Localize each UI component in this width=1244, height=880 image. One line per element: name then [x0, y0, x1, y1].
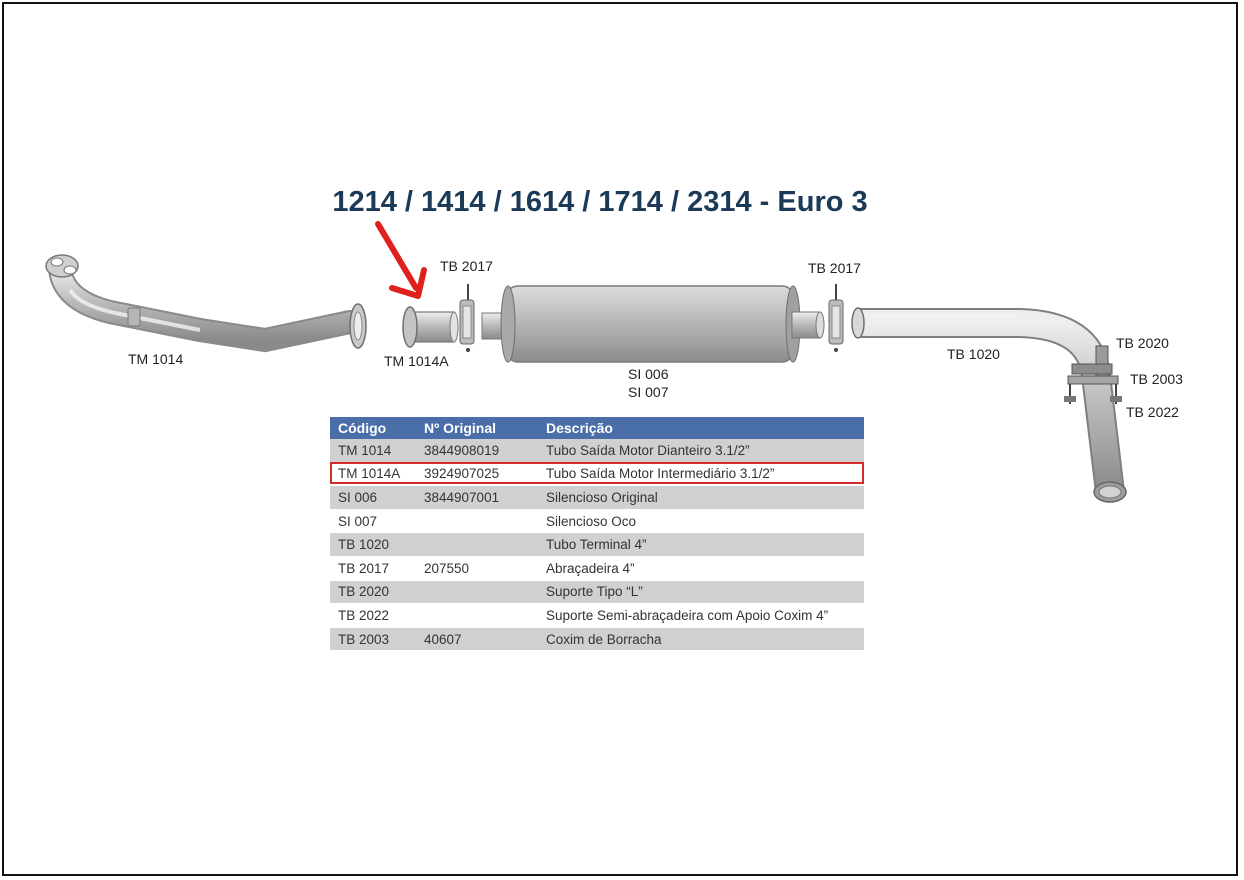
cell-numero [416, 509, 538, 534]
cell-numero: 40607 [416, 627, 538, 652]
part-si006-muffler [481, 285, 825, 363]
label-tm1014a: TM 1014A [384, 353, 449, 369]
cell-descricao: Abraçadeira 4” [538, 556, 864, 581]
part-tb2017-right [828, 284, 844, 352]
cell-codigo: TM 1014A [330, 462, 416, 487]
part-tm1014a [402, 306, 459, 348]
cell-descricao: Tubo Terminal 4” [538, 532, 864, 557]
table-row: TM 1014 3844908019 Tubo Saída Motor Dian… [330, 439, 864, 463]
part-tb2017-left [459, 284, 475, 352]
cell-descricao: Suporte Tipo “L” [538, 580, 864, 605]
cell-descricao: Silencioso Original [538, 485, 864, 510]
part-tb1020 [851, 307, 1127, 503]
part-tb2020-support [1064, 345, 1122, 404]
table-header-row: Código Nº Original Descrição [330, 417, 864, 439]
cell-codigo: TB 2017 [330, 556, 416, 581]
header-numero-original: Nº Original [416, 417, 538, 439]
header-codigo: Código [330, 417, 416, 439]
cell-codigo: TB 2003 [330, 627, 416, 652]
label-tm1014: TM 1014 [128, 351, 184, 367]
cell-codigo: SI 007 [330, 509, 416, 534]
cell-numero: 3924907025 [416, 462, 538, 487]
cell-codigo: TB 2020 [330, 580, 416, 605]
cell-numero: 207550 [416, 556, 538, 581]
cell-numero: 3844907001 [416, 485, 538, 510]
label-tb2017-right: TB 2017 [808, 260, 861, 276]
table-row: SI 006 3844907001 Silencioso Original [330, 485, 864, 510]
label-si006: SI 006 [628, 366, 669, 382]
table-row: TB 2017 207550 Abraçadeira 4” [330, 556, 864, 581]
label-tb1020: TB 1020 [947, 346, 1000, 362]
table-row: TB 2003 40607 Coxim de Borracha [330, 627, 864, 652]
part-tm1014 [45, 254, 367, 353]
cell-numero [416, 603, 538, 628]
table-row: TB 2022 Suporte Semi-abraçadeira com Apo… [330, 603, 864, 628]
parts-table: Código Nº Original Descrição TM 1014 384… [330, 417, 864, 652]
cell-descricao: Suporte Semi-abraçadeira com Apoio Coxim… [538, 603, 864, 628]
label-si007: SI 007 [628, 384, 669, 400]
cell-descricao: Coxim de Borracha [538, 627, 864, 652]
label-tb2017-left: TB 2017 [440, 258, 493, 274]
label-tb2003: TB 2003 [1130, 371, 1183, 387]
table-row: TB 2020 Suporte Tipo “L” [330, 580, 864, 605]
cell-descricao: Silencioso Oco [538, 509, 864, 534]
table-row: TB 1020 Tubo Terminal 4” [330, 532, 864, 557]
cell-descricao: Tubo Saída Motor Intermediário 3.1/2” [538, 462, 864, 487]
cell-numero [416, 580, 538, 605]
cell-numero: 3844908019 [416, 439, 538, 463]
cell-descricao: Tubo Saída Motor Dianteiro 3.1/2” [538, 439, 864, 463]
cell-codigo: TM 1014 [330, 439, 416, 463]
table-row: SI 007 Silencioso Oco [330, 509, 864, 534]
label-tb2022: TB 2022 [1126, 404, 1179, 420]
label-tb2020: TB 2020 [1116, 335, 1169, 351]
cell-codigo: TB 2022 [330, 603, 416, 628]
header-descricao: Descrição [538, 417, 864, 439]
cell-codigo: SI 006 [330, 485, 416, 510]
red-pointer-arrow [375, 221, 427, 299]
cell-codigo: TB 1020 [330, 532, 416, 557]
diagram-title: 1214 / 1414 / 1614 / 1714 / 2314 - Euro … [332, 186, 868, 218]
cell-numero [416, 532, 538, 557]
table-row-highlighted: TM 1014A 3924907025 Tubo Saída Motor Int… [330, 462, 864, 487]
